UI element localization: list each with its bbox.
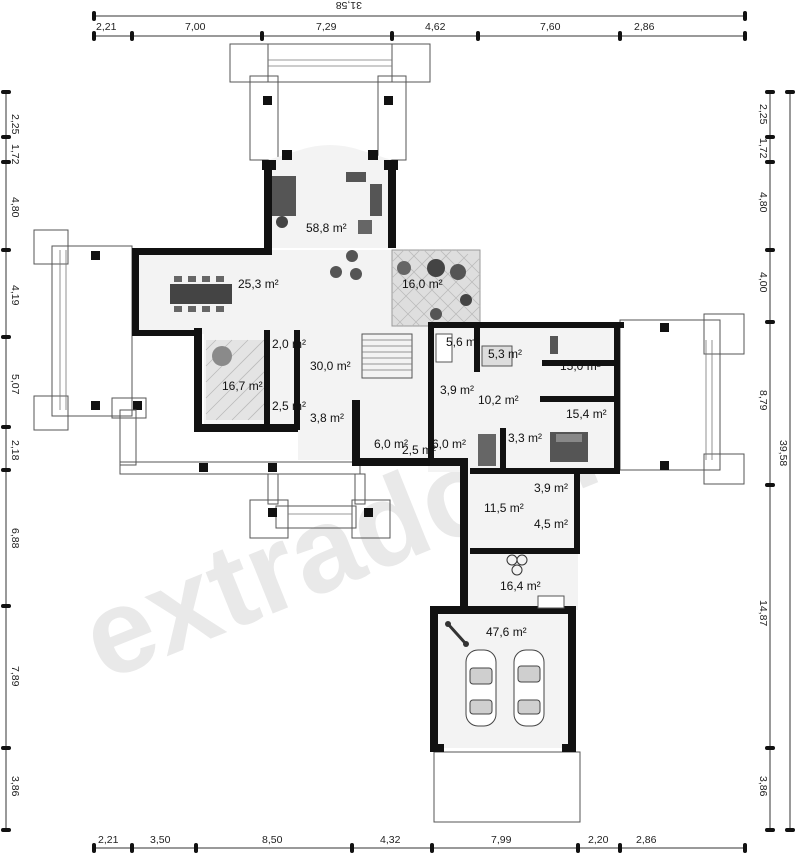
room-label-dressing: 3,3 m² — [508, 431, 542, 445]
walls — [132, 150, 624, 752]
dimension-label: 7,60 — [540, 21, 561, 33]
right-dimension-lines: 2,25 1,72 4,80 4,00 8,79 14,87 3,86 39,5… — [757, 90, 795, 832]
room-label-bedroom-b: 15,4 m² — [566, 407, 607, 421]
room-label-dining: 25,3 m² — [238, 277, 279, 291]
pergola-right — [619, 313, 745, 485]
dimension-label: 4,80 — [9, 197, 21, 218]
terrace-hatch — [391, 249, 481, 327]
room-label-wc-b: 2,5 m² — [402, 443, 436, 457]
room-label-terrace: 16,0 m² — [402, 277, 443, 291]
dimension-label: 2,25 — [757, 104, 769, 125]
top-dimension-lines: 31,58 2,21 7,00 7,29 4,62 7,60 2,86 — [92, 0, 747, 41]
room-label-kitchen: 16,7 m² — [222, 379, 263, 393]
bottom-dimension-lines: 2,21 3,50 8,50 4,32 7,99 2,20 2,86 — [92, 834, 747, 853]
dimension-label: 7,29 — [316, 21, 337, 33]
dimension-label: 7,99 — [491, 834, 512, 846]
left-dimension-lines: 2,25 1,72 4,80 4,19 5,07 2,18 6,88 7,89 … — [1, 90, 21, 832]
room-label-closet-a: 6,0 m² — [374, 437, 408, 451]
pergola-top — [229, 43, 431, 161]
room-label-hall-b: 11,5 m² — [484, 501, 524, 515]
dimension-label: 7,00 — [185, 21, 206, 33]
room-labels: 58,8 m² 16,0 m² 25,3 m² 2,0 m² 16,7 m² 2… — [222, 221, 607, 639]
car-icon — [465, 649, 497, 727]
dimension-label: 2,21 — [98, 834, 119, 846]
room-label-bath-a: 5,6 m² — [446, 335, 480, 349]
room-label-pantry: 2,5 m² — [272, 399, 306, 413]
dimension-label: 3,50 — [150, 834, 171, 846]
dimension-label: 2,86 — [636, 834, 657, 846]
dimension-label: 8,50 — [262, 834, 283, 846]
dimension-label: 3,86 — [757, 776, 769, 797]
room-label-bath-b: 5,3 m² — [488, 347, 522, 361]
dimension-label: 2,25 — [9, 114, 21, 135]
room-label-boiler: 16,4 m² — [500, 579, 541, 593]
dimension-label: 2,86 — [634, 21, 655, 33]
furniture — [170, 172, 588, 609]
room-label-bedroom-a: 15,0 m² — [560, 359, 601, 373]
room-label-corridor-a: 3,9 m² — [440, 383, 474, 397]
dimension-label: 2,18 — [9, 440, 21, 461]
dimension-label: 4,62 — [425, 21, 446, 33]
dimension-label: 5,07 — [9, 374, 21, 395]
kitchen-hatch — [205, 339, 267, 421]
dimension-label: 4,19 — [9, 285, 21, 306]
dimension-label: 1,72 — [9, 144, 21, 165]
dimension-label: 6,88 — [9, 528, 21, 549]
room-label-garage: 47,6 m² — [486, 625, 527, 639]
room-label-vestibule: 3,8 m² — [310, 411, 344, 425]
dimension-label: 2,21 — [96, 21, 117, 33]
room-label-closet-b: 6,0 m² — [432, 437, 466, 451]
dimension-label: 7,89 — [9, 666, 21, 687]
room-label-living: 58,8 m² — [306, 221, 347, 235]
room-label-laundry: 4,5 m² — [534, 517, 568, 531]
motorcycle-icon — [445, 621, 469, 647]
dimension-label: 1,72 — [757, 138, 769, 159]
dimension-label: 4,80 — [757, 192, 769, 213]
dimension-label: 31,58 — [336, 0, 362, 11]
dimension-label: 2,20 — [588, 834, 609, 846]
room-label-storage: 3,9 m² — [534, 481, 568, 495]
car-icon — [513, 649, 545, 727]
room-label-hall: 30,0 m² — [310, 359, 351, 373]
dimension-label: 8,79 — [757, 390, 769, 411]
room-label-corridor-b: 10,2 m² — [478, 393, 519, 407]
dimension-label: 39,58 — [777, 440, 789, 466]
pergola-left — [33, 229, 391, 539]
staircase — [361, 333, 413, 379]
dimension-label: 14,87 — [757, 600, 769, 626]
carport-outline — [433, 751, 581, 823]
dimension-label: 3,86 — [9, 776, 21, 797]
room-label-wc-a: 2,0 m² — [272, 337, 306, 351]
dimension-label: 4,00 — [757, 272, 769, 293]
dimension-label: 4,32 — [380, 834, 401, 846]
